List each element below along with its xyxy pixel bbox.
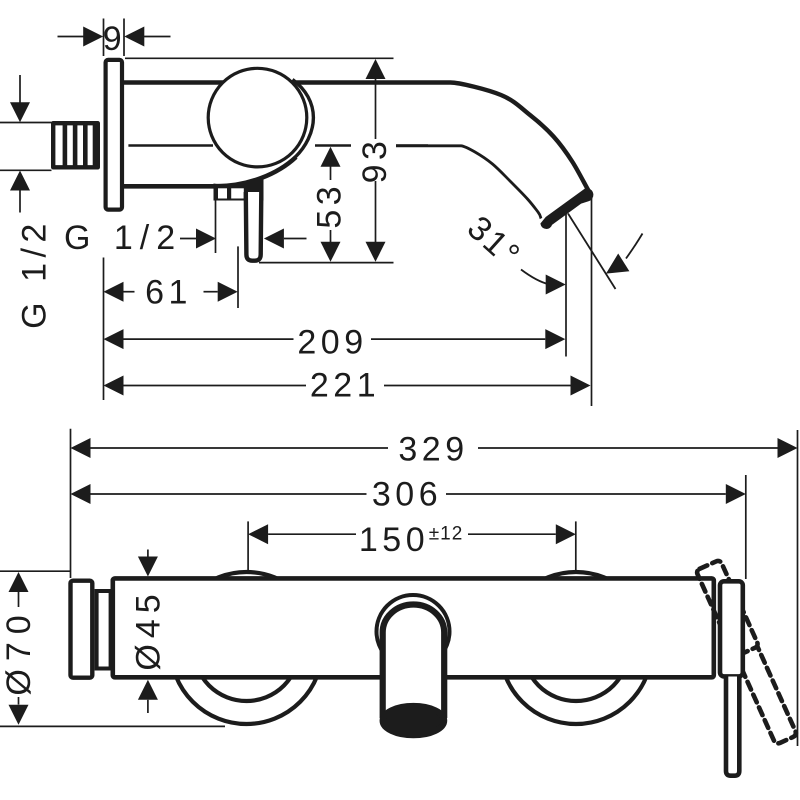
svg-text:53: 53 <box>311 182 349 229</box>
svg-text:Ø45: Ø45 <box>130 588 168 670</box>
svg-text:221: 221 <box>310 367 380 405</box>
svg-text:G 1/2: G 1/2 <box>16 218 54 329</box>
svg-text:Ø70: Ø70 <box>0 607 38 695</box>
svg-text:209: 209 <box>297 324 367 362</box>
svg-text:61: 61 <box>145 274 192 312</box>
svg-text:150: 150 <box>359 521 429 559</box>
svg-text:329: 329 <box>398 431 468 469</box>
svg-text:93: 93 <box>356 137 394 184</box>
svg-text:±12: ±12 <box>429 524 464 545</box>
svg-text:9: 9 <box>103 20 126 58</box>
svg-text:306: 306 <box>372 476 442 514</box>
svg-text:G 1/2: G 1/2 <box>64 219 182 257</box>
